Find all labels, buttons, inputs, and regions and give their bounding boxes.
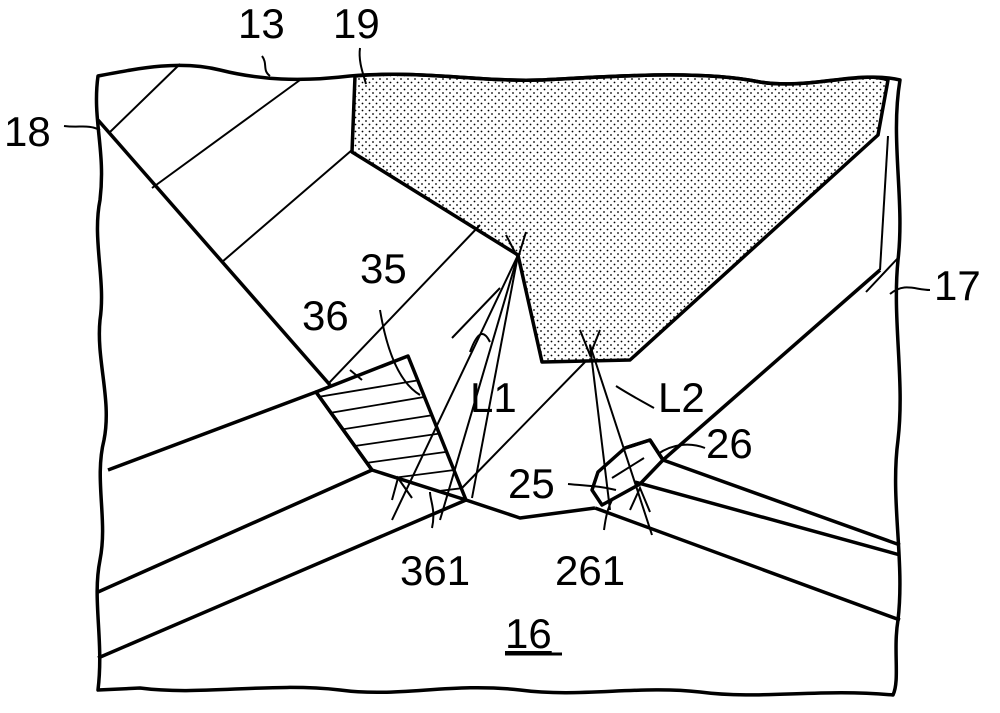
label-16: 16	[505, 610, 552, 657]
ray-l2	[579, 329, 653, 536]
lower-left-band	[97, 390, 374, 594]
reflector-right-edge	[879, 135, 889, 271]
hatch-region-13	[109, 63, 586, 489]
label-361: 361	[400, 547, 470, 594]
label-18: 18	[4, 108, 51, 155]
boundary-17-inner	[865, 257, 899, 293]
label-l2: L2	[658, 374, 705, 421]
label-261: 261	[555, 547, 625, 594]
right-band-bottom	[594, 506, 901, 622]
element-36	[314, 354, 468, 502]
label-36: 36	[302, 292, 349, 339]
label-26: 26	[706, 420, 753, 467]
element-26	[590, 438, 665, 507]
reflector-region	[350, 72, 890, 364]
lower-left-band-edge	[97, 498, 467, 660]
right-band-inner	[634, 480, 901, 557]
leader-lines	[63, 47, 931, 531]
label-25: 25	[508, 460, 555, 507]
label-17: 17	[934, 262, 981, 309]
label-35: 35	[360, 245, 407, 292]
element-25-inner	[611, 457, 645, 479]
label-l1: L1	[470, 374, 517, 421]
boundary-18	[96, 118, 332, 387]
label-19: 19	[333, 0, 380, 47]
ray-l1	[391, 231, 527, 521]
boundary-17	[661, 268, 882, 462]
central-bottom-edge	[465, 498, 596, 520]
label-13: 13	[238, 0, 285, 47]
